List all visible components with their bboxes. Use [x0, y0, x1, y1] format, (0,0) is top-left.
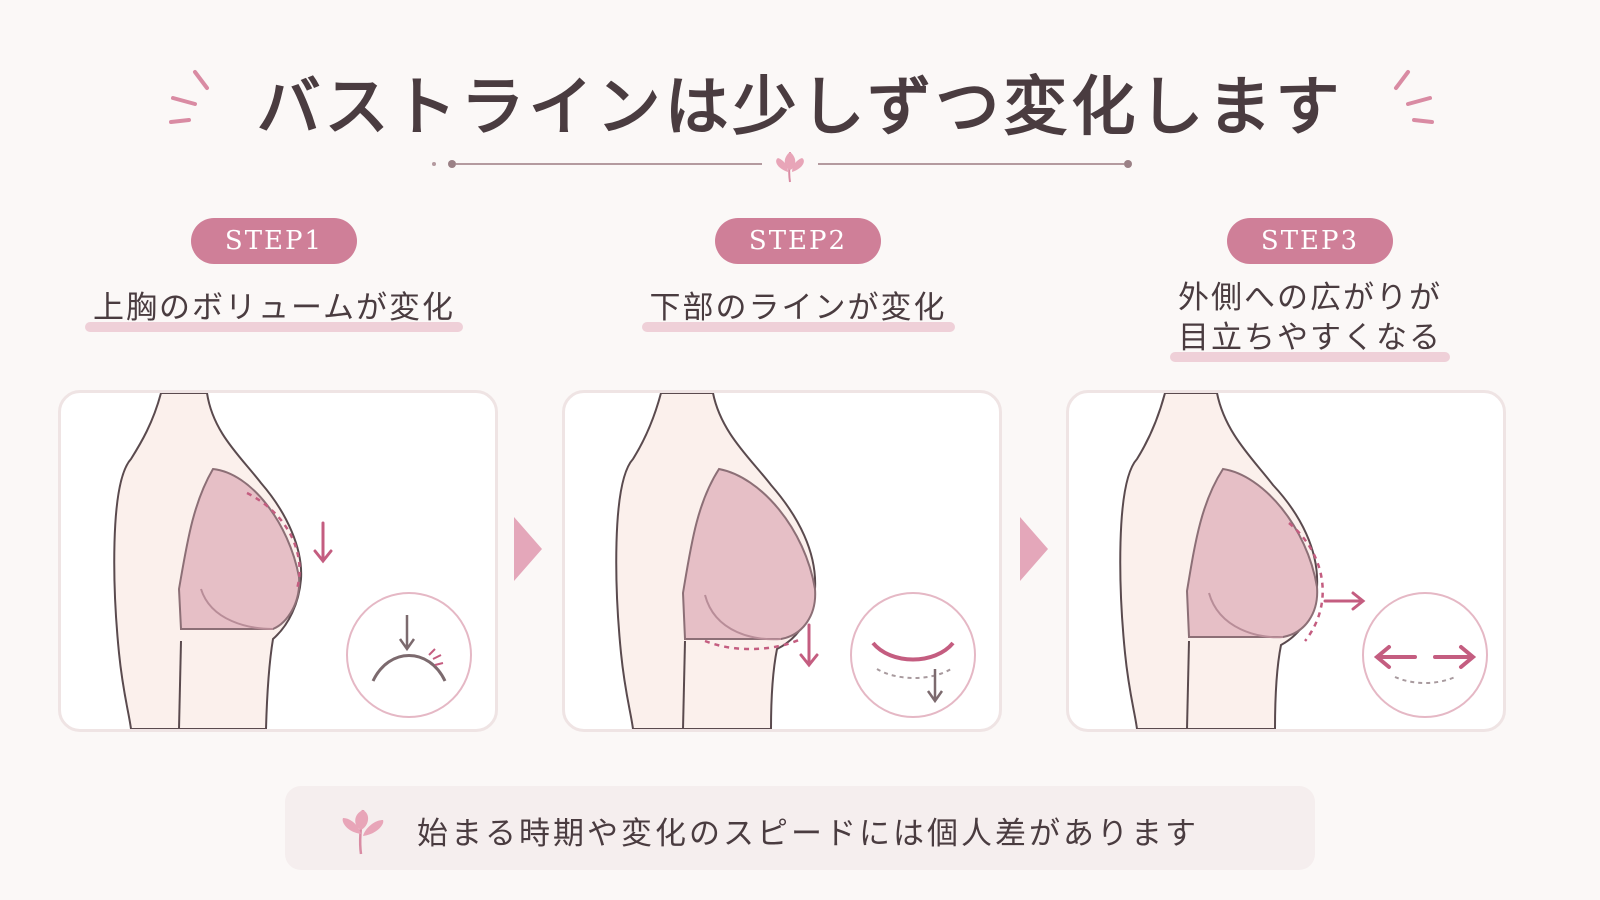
step-1-badge: STEP1 [190, 218, 358, 264]
right-sparkle-icon [1394, 70, 1434, 124]
note-text: 始まる時期や変化のスピードには個人差があります [417, 816, 1199, 852]
step-2-illustration [562, 390, 1002, 732]
outward-spread-icon [1362, 592, 1488, 718]
step-2-header: STEP2 下部のラインが変化 [578, 218, 1018, 332]
step-2-caption: 下部のラインが変化 [649, 290, 947, 326]
step-1-caption: 上胸のボリュームが変化 [92, 290, 456, 326]
step-3-caption: 外側への広がりが 目立ちやすくなる [1178, 280, 1442, 356]
torso-side-view-1 [113, 393, 472, 729]
note-banner: 始まる時期や変化のスピードには個人差があります [285, 786, 1315, 870]
page-title: バストラインは少しずつ変化します [256, 71, 1344, 145]
divider-leaf-icon [776, 151, 804, 183]
step-3-badge: STEP3 [1226, 218, 1394, 264]
step-2-badge: STEP2 [714, 218, 882, 264]
torso-side-view-3 [1119, 393, 1488, 729]
leaf-sprig-icon [342, 809, 384, 855]
step-3-header: STEP3 外側への広がりが 目立ちやすくなる [1090, 218, 1530, 362]
step-1-illustration [58, 390, 498, 732]
next-step-arrow-icon [1020, 517, 1048, 581]
upper-volume-down-icon [346, 592, 472, 718]
left-sparkle-icon [169, 70, 209, 124]
torso-side-view-2 [615, 393, 976, 729]
step-1-header: STEP1 上胸のボリュームが変化 [54, 218, 494, 332]
title-divider [432, 151, 1132, 183]
step-3-illustration [1066, 390, 1506, 732]
next-step-arrow-icon [514, 517, 542, 581]
title-area: バストラインは少しずつ変化します [0, 48, 1600, 158]
lower-line-drop-icon [850, 592, 976, 718]
